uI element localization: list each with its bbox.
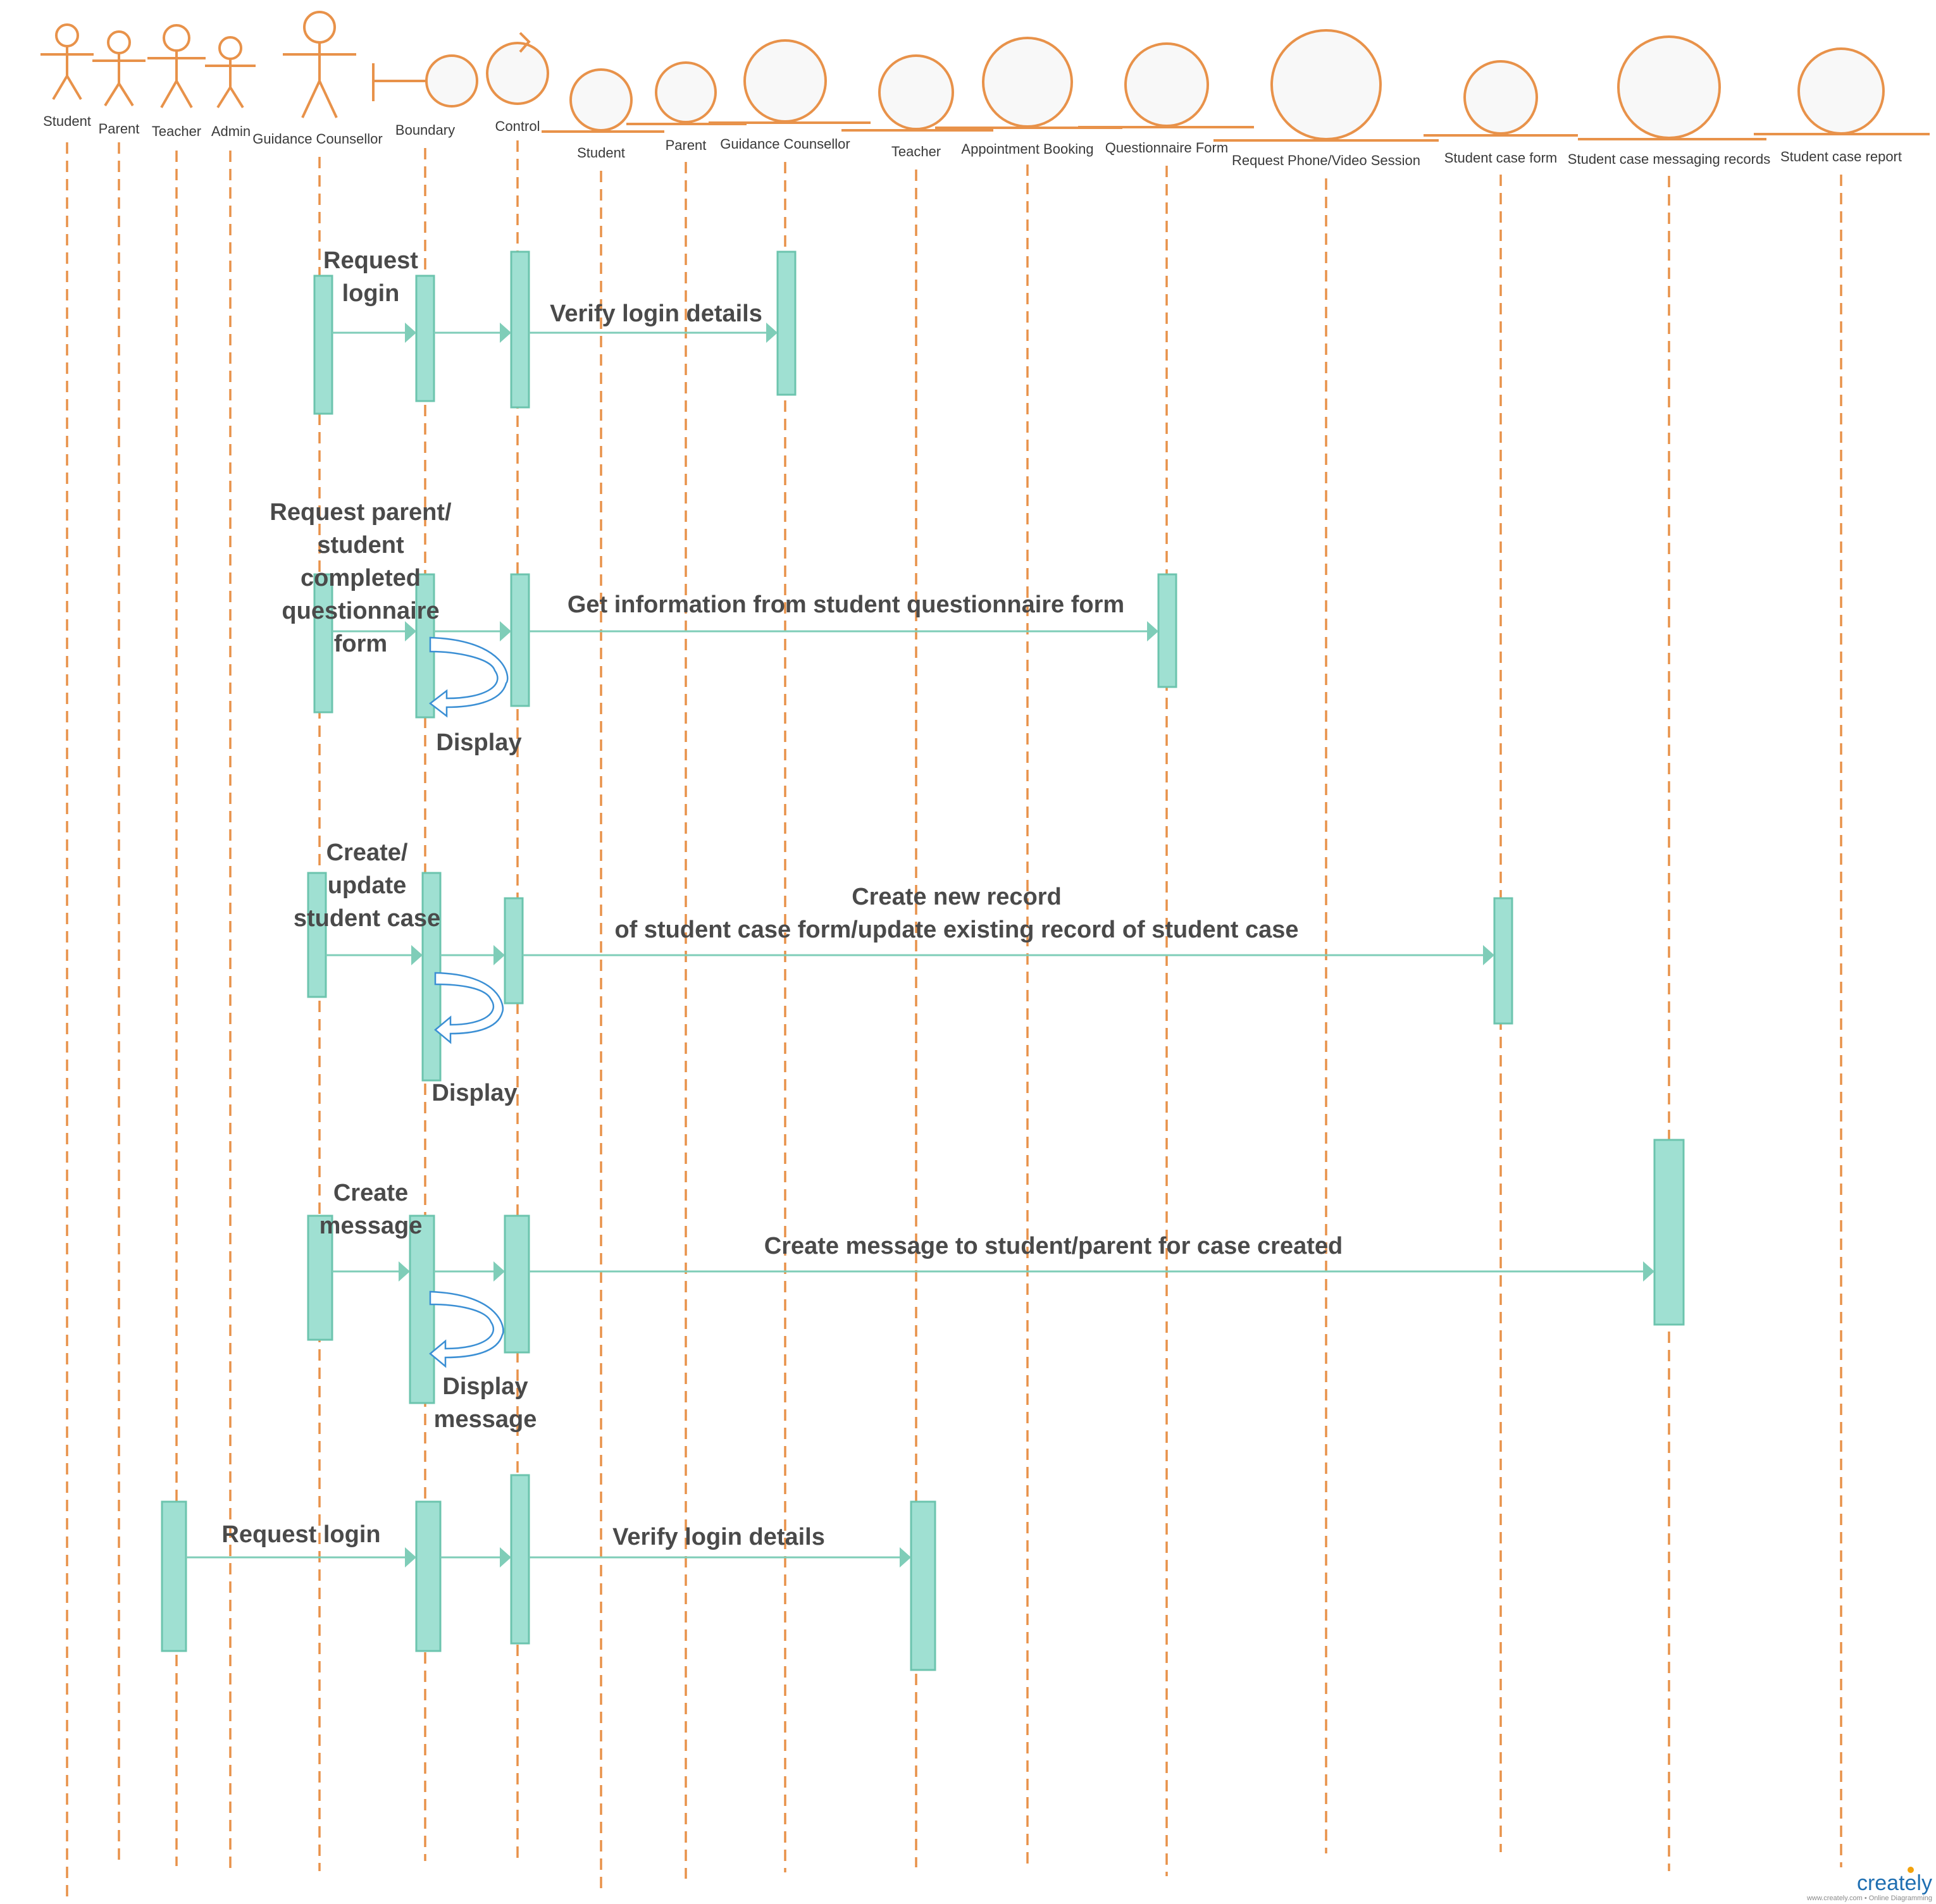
activation-bar (510, 1474, 530, 1645)
entity-teacher[interactable] (841, 54, 993, 132)
msg-verify-login: Verify login details (550, 300, 762, 327)
activation-bar (1157, 573, 1177, 688)
message-arrows (186, 323, 1654, 1567)
msg-create-update-2: update (328, 872, 407, 899)
label-student-entity: Student (577, 145, 625, 161)
activation-bar (415, 1500, 442, 1652)
label-parent-actor: Parent (99, 121, 140, 137)
entity-parent[interactable] (626, 61, 747, 125)
entity-student-case-report[interactable] (1754, 47, 1930, 135)
activation-bar (1653, 1139, 1685, 1326)
activation-bar (910, 1500, 936, 1671)
entity-student[interactable] (542, 68, 664, 133)
label-request-session-entity: Request Phone/Video Session (1232, 152, 1420, 168)
activation-bar (1493, 897, 1513, 1025)
entity-student-case-messaging-records[interactable] (1578, 35, 1766, 140)
entity-guidance-counsellor[interactable] (709, 39, 871, 124)
activation-bar (307, 1215, 333, 1341)
creately-logo[interactable]: creately www.creately.com • Online Diagr… (1806, 1867, 1932, 1902)
activation-bar (504, 1215, 530, 1354)
activation-bar (307, 872, 327, 998)
activation-bars (161, 250, 1685, 1671)
msg-create-update-1: Create/ (326, 839, 408, 866)
entity-request-phone-video-session[interactable] (1213, 29, 1439, 142)
msg-create-update-3: student case (294, 905, 440, 932)
label-questionnaire-entity: Questionnaire Form (1105, 140, 1228, 156)
msg-request-questionnaire-5: form (334, 631, 387, 657)
activation-bar (161, 1500, 187, 1652)
self-call-arrows (428, 636, 509, 1368)
self-call-display-1 (428, 636, 509, 718)
logo-main: creately (1857, 1871, 1932, 1895)
label-messaging-entity: Student case messaging records (1568, 151, 1770, 167)
activation-bar (409, 1215, 435, 1404)
control-icon[interactable] (486, 32, 549, 105)
msg-create-message-to-student: Create message to student/parent for cas… (764, 1233, 1343, 1259)
lifelines (66, 140, 1842, 1901)
msg-request-login-1: Request (323, 247, 418, 274)
label-student-actor: Student (43, 113, 91, 129)
activation-bar (510, 250, 530, 409)
activation-bar (313, 573, 333, 714)
activation-bar (510, 573, 530, 707)
msg-display-2: Display (431, 1080, 517, 1106)
label-case-report-entity: Student case report (1780, 149, 1902, 164)
actor-parent[interactable] (92, 30, 146, 107)
label-parent-entity: Parent (666, 137, 707, 153)
msg-get-questionnaire-info: Get information from student questionnai… (568, 591, 1124, 618)
activation-bar (313, 275, 333, 415)
msg-request-login-teacher: Request login (221, 1521, 380, 1548)
label-case-form-entity: Student case form (1444, 150, 1558, 166)
msg-request-questionnaire-1: Request parent/ (270, 499, 452, 526)
label-appointment-entity: Appointment Booking (961, 141, 1093, 157)
msg-create-message-1: Create (333, 1180, 408, 1206)
actor-admin[interactable] (205, 36, 256, 109)
logo-sub: www.creately.com • Online Diagramming (1806, 1895, 1932, 1902)
message-labels: Request login Verify login details Reque… (221, 247, 1343, 1550)
self-call-display-3 (429, 1290, 504, 1368)
label-guidance-actor: Guidance Counsellor (252, 131, 382, 147)
label-admin-actor: Admin (211, 123, 251, 139)
entity-student-case-form[interactable] (1424, 60, 1578, 137)
msg-create-message-2: message (320, 1213, 423, 1239)
logo-bulb-icon (1908, 1867, 1914, 1873)
msg-request-questionnaire-4: questionnaire (282, 598, 439, 624)
msg-request-questionnaire-3: completed (301, 565, 421, 591)
msg-display-message-1: Display (442, 1373, 528, 1400)
entity-questionnaire-form[interactable] (1078, 42, 1254, 128)
msg-request-login-2: login (342, 280, 400, 307)
label-teacher-entity: Teacher (891, 144, 941, 159)
participant-labels: Student Parent Teacher Admin Guidance Co… (43, 113, 1902, 168)
activation-bar (504, 897, 524, 1005)
actor-teacher[interactable] (147, 24, 206, 108)
entity-appointment-booking[interactable] (935, 37, 1122, 129)
msg-request-questionnaire-2: student (317, 532, 404, 559)
label-guidance-entity: Guidance Counsellor (720, 136, 850, 152)
self-call-display-2 (434, 972, 504, 1044)
activation-bar (776, 250, 797, 396)
boundary-icon[interactable] (372, 54, 478, 108)
label-boundary: Boundary (395, 122, 455, 138)
activation-bar (415, 275, 435, 402)
msg-display-message-2: message (434, 1406, 537, 1433)
label-control: Control (495, 118, 540, 134)
actor-student[interactable] (40, 23, 94, 101)
msg-create-record-1: Create new record (852, 884, 1062, 910)
msg-create-record-2: of student case form/update existing rec… (614, 917, 1298, 943)
label-teacher-actor: Teacher (152, 123, 201, 139)
actor-guidance-counsellor[interactable] (283, 11, 356, 118)
msg-display-1: Display (436, 729, 521, 756)
msg-verify-login-teacher: Verify login details (612, 1524, 825, 1550)
